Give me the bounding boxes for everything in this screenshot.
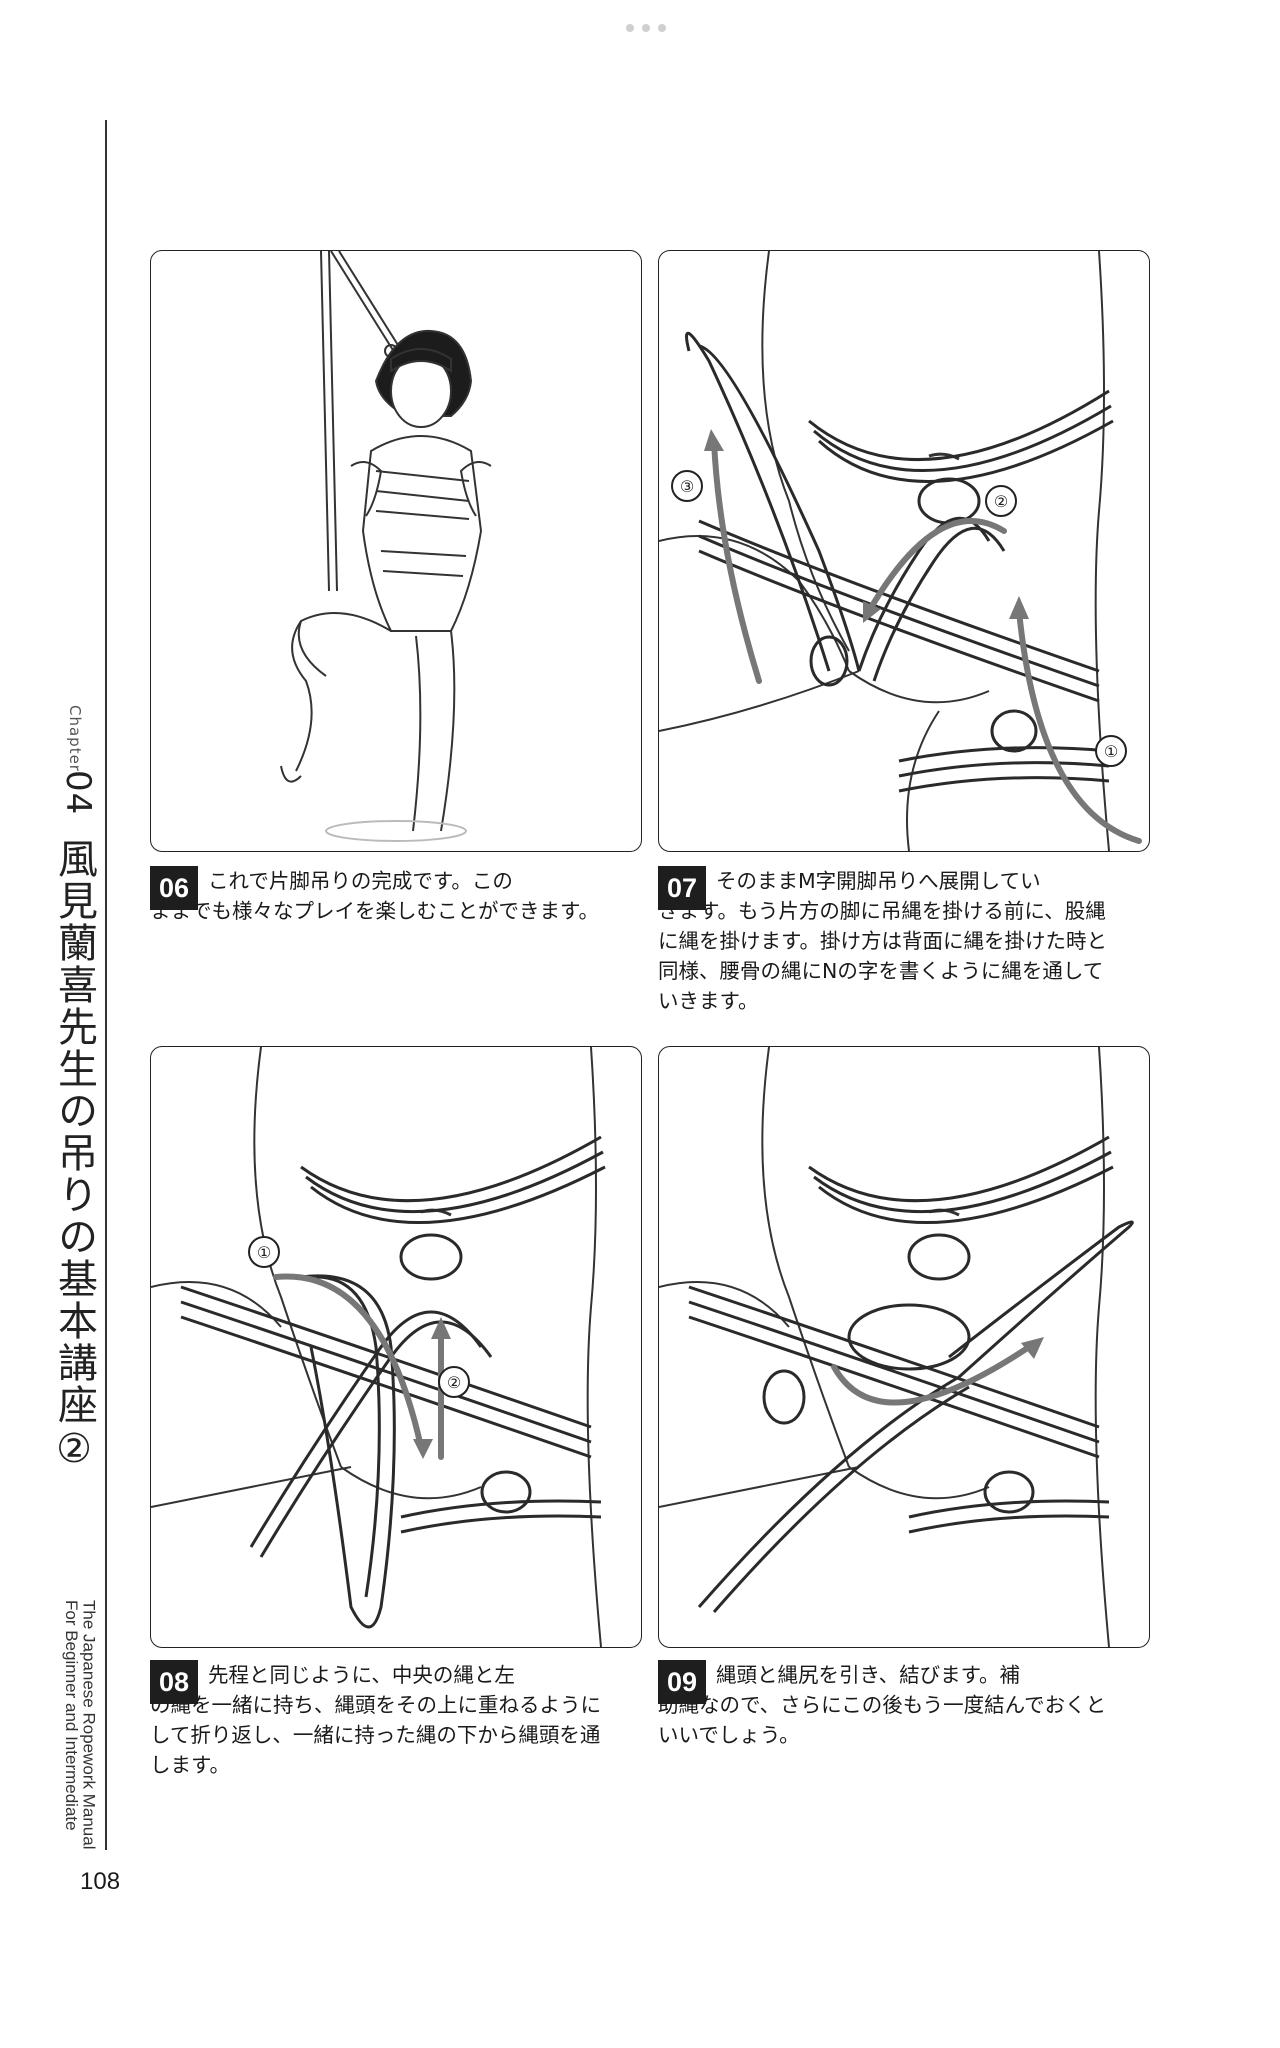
chapter-number: 04 [58,770,98,816]
caption-07: 07 そのままM字開脚吊りへ展開してい きます。もう片方の脚に吊縄を掛ける前に、… [658,866,1118,1016]
step-badge-07: 07 [658,866,706,910]
english-title-line2: For Beginner and Intermediate [61,1600,81,1831]
caption-07-text: きます。もう片方の脚に吊縄を掛ける前に、股縄に縄を掛けます。掛け方は背面に縄を掛… [658,899,1107,1013]
caption-08-text: の縄を一緒に持ち、縄頭をその上に重ねるようにして折り返し、一緒に持った縄の下から… [150,1693,601,1777]
caption-07-line1: そのままM字開脚吊りへ展開してい [716,869,1041,893]
step-badge-06: 06 [150,866,198,910]
illustration-panel-07: ③ ② ① [658,250,1150,852]
dot [658,24,666,32]
chapter-label: Chapter [66,705,84,772]
step-badge-09: 09 [658,1660,706,1704]
rope-crotch-illustration-08: ① ② [151,1047,606,1647]
english-title: The Japanese Ropework Manual For Beginne… [61,1600,99,1850]
margin-rule [105,120,107,1850]
illustration-panel-08: ① ② [150,1046,642,1648]
book-title: 風見蘭喜先生の吊りの基本講座② [51,838,97,1474]
caption-08-line1: 先程と同じように、中央の縄と左 [208,1663,515,1687]
page-number: 108 [80,1868,121,1895]
caption-06-text: ままでも様々なプレイを楽しむことができます。 [150,899,599,923]
dot [642,24,650,32]
arrow-label-1: ① [257,1243,271,1262]
caption-06: 06 これで片脚吊りの完成です。この ままでも様々なプレイを楽しむことができます… [150,866,610,926]
arrow-label-2: ② [994,492,1008,511]
arrow-label-3: ③ [680,477,694,496]
suspension-figure-illustration [280,251,492,842]
english-title-line1: The Japanese Ropework Manual [79,1600,99,1850]
page-indicator [626,24,666,32]
arrow-label-1: ① [1104,742,1118,761]
caption-09: 09 縄頭と縄尻を引き、結びます。補 助縄なので、さらにこの後もう一度結んでおく… [658,1660,1118,1750]
caption-09-line1: 縄頭と縄尻を引き、結びます。補 [716,1663,1021,1687]
caption-06-line1: これで片脚吊りの完成です。この [208,869,513,893]
rope-crotch-illustration-07: ③ ② ① [659,251,1142,851]
step-badge-08: 08 [150,1660,198,1704]
caption-08: 08 先程と同じように、中央の縄と左 の縄を一緒に持ち、縄頭をその上に重ねるよう… [150,1660,610,1780]
illustration-panel-06 [150,250,642,852]
illustration-panel-09 [658,1046,1150,1648]
dot [626,24,634,32]
arrow-label-2: ② [447,1373,461,1392]
caption-09-text: 助縄なので、さらにこの後もう一度結んでおくといいでしょう。 [658,1693,1107,1747]
rope-crotch-illustration-09 [659,1047,1134,1647]
